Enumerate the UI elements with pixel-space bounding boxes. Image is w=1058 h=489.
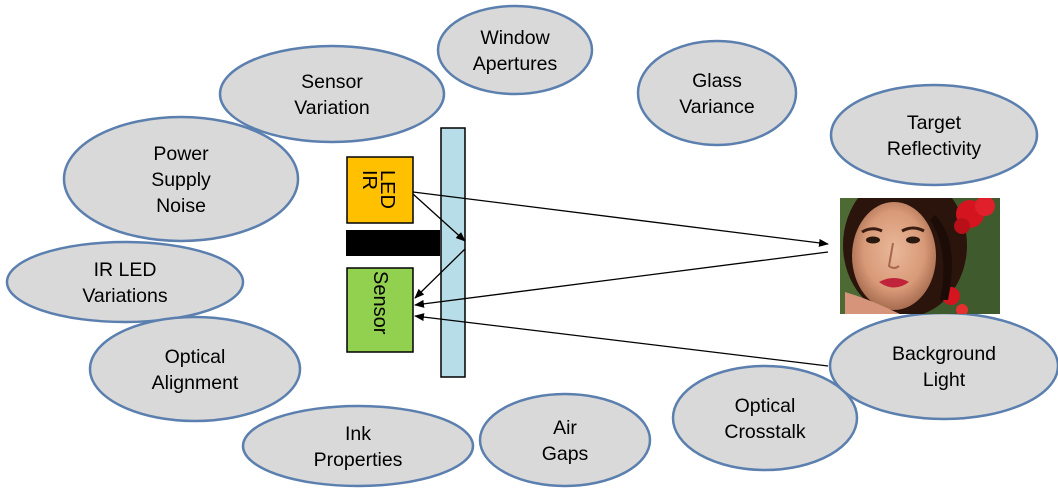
optical-barrier [346,230,440,256]
factor-label-line: Ink [345,423,371,445]
ir-led-label-line-1: IR [358,170,380,190]
sensor-label: Sensor [369,271,391,335]
factor-label-line: Properties [314,449,403,471]
factor-label-line: Variance [679,96,755,118]
factor-ellipse-shape [62,115,300,243]
factor-label-line: Reflectivity [887,138,982,160]
ir-led-label-line-2: LED [376,170,398,209]
factor-label-line: Air [553,417,577,439]
factor-ellipses: WindowAperturesSensorVariationGlassVaria… [5,4,1058,488]
factor-ellipse-shape [829,83,1039,187]
factor-ellipse-shape [671,364,859,472]
factor-label-line: Gaps [542,443,589,465]
sensor-box: Sensor [346,267,414,353]
factor-label-line: Supply [151,169,211,191]
factor-label-line: Optical [165,346,226,368]
target-face-photo [840,198,1000,314]
led-to-glass-reflection-path [412,193,466,242]
light-paths [412,191,829,367]
factor-label-line: IR LED [94,259,157,281]
factor-label-line: Apertures [473,53,558,75]
factor-label-line: Target [907,112,962,134]
factor-label-line: Light [923,369,966,391]
factor-label-line: Noise [156,195,206,217]
target-to-sensor-path [414,251,829,308]
factor-ir-led-variations: IR LED Variations [5,240,245,324]
factor-ellipse-shape [436,4,594,96]
factor-label-line: Window [480,27,550,49]
factor-ellipse-shape [478,392,652,488]
factor-ellipse-shape [636,39,798,147]
factor-label-line: Power [153,143,209,165]
factor-ellipse-shape [88,315,302,423]
factor-label-line: Optical [735,395,796,417]
factor-ellipse-shape [828,311,1058,421]
factor-ellipse-shape [5,240,245,324]
factor-label-line: Crosstalk [724,421,806,443]
factor-label-line: Variations [82,285,168,307]
factor-label-line: Background [892,343,996,365]
background-light-to-sensor-path [414,313,829,367]
factor-label-line: Alignment [152,372,239,394]
factor-ellipse-shape [218,44,446,144]
factor-label-line: Sensor [301,71,363,93]
factor-label-line: Glass [692,70,742,92]
glass-crosstalk-to-sensor-path [414,248,466,299]
ir-led-box: IR LED [346,156,414,224]
factor-label-line: Variation [294,97,370,119]
factor-ellipse-shape [241,404,475,488]
cover-glass [440,127,466,378]
led-to-target-path [412,191,829,247]
